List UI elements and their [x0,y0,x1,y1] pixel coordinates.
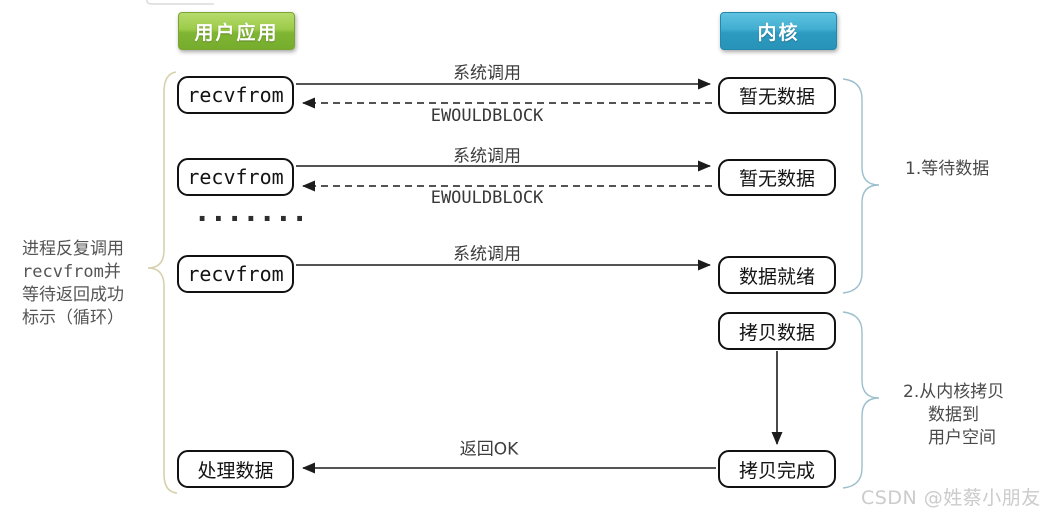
return-ok-label: 返回OK [459,439,519,460]
no-data-node-1: 暂无数据 [718,77,836,114]
syscall-label-3: 系统调用 [453,244,521,265]
loop-note: 进程反复调用 recvfrom并 等待返回成功 标示（循环） [22,238,167,330]
csdn-watermark: CSDN @姓蔡小朋友 [861,487,1041,509]
recvfrom-node-3: recvfrom [177,255,294,293]
loop-note-line: 标示（循环） [22,308,124,328]
step2-line: 数据到 [928,405,979,425]
step2-line: 用户空间 [928,428,996,448]
process-data-node: 处理数据 [177,450,294,488]
step2-line: 2.从内核拷贝 [903,382,1005,402]
copy-data-node: 拷贝数据 [718,312,836,350]
copy-data-brace [842,311,880,489]
loop-ellipsis: ······· [197,204,311,235]
copy-done-node: 拷贝完成 [718,450,836,488]
ewouldblock-label-2: EWOULDBLOCK [430,188,544,208]
cropped-box-fragment [146,0,214,5]
kernel-header: 内核 [720,12,837,50]
loop-note-line: recvfrom并 [22,262,121,282]
loop-brace [147,71,178,494]
loop-note-line: 等待返回成功 [22,285,124,305]
user-app-header: 用户应用 [178,12,295,50]
wait-data-brace [842,78,880,294]
step1-wait-data-label: 1.等待数据 [905,159,990,179]
step2-copy-data-label: 2.从内核拷贝 数据到 用户空间 [903,381,1004,450]
recvfrom-node-1: recvfrom [177,76,294,114]
ewouldblock-label-1: EWOULDBLOCK [430,106,544,126]
recvfrom-node-2: recvfrom [177,158,294,196]
syscall-label-2: 系统调用 [453,146,521,167]
data-ready-node: 数据就绪 [718,256,836,294]
loop-note-line: 进程反复调用 [22,239,124,259]
syscall-label-1: 系统调用 [453,63,521,84]
no-data-node-2: 暂无数据 [718,159,836,196]
